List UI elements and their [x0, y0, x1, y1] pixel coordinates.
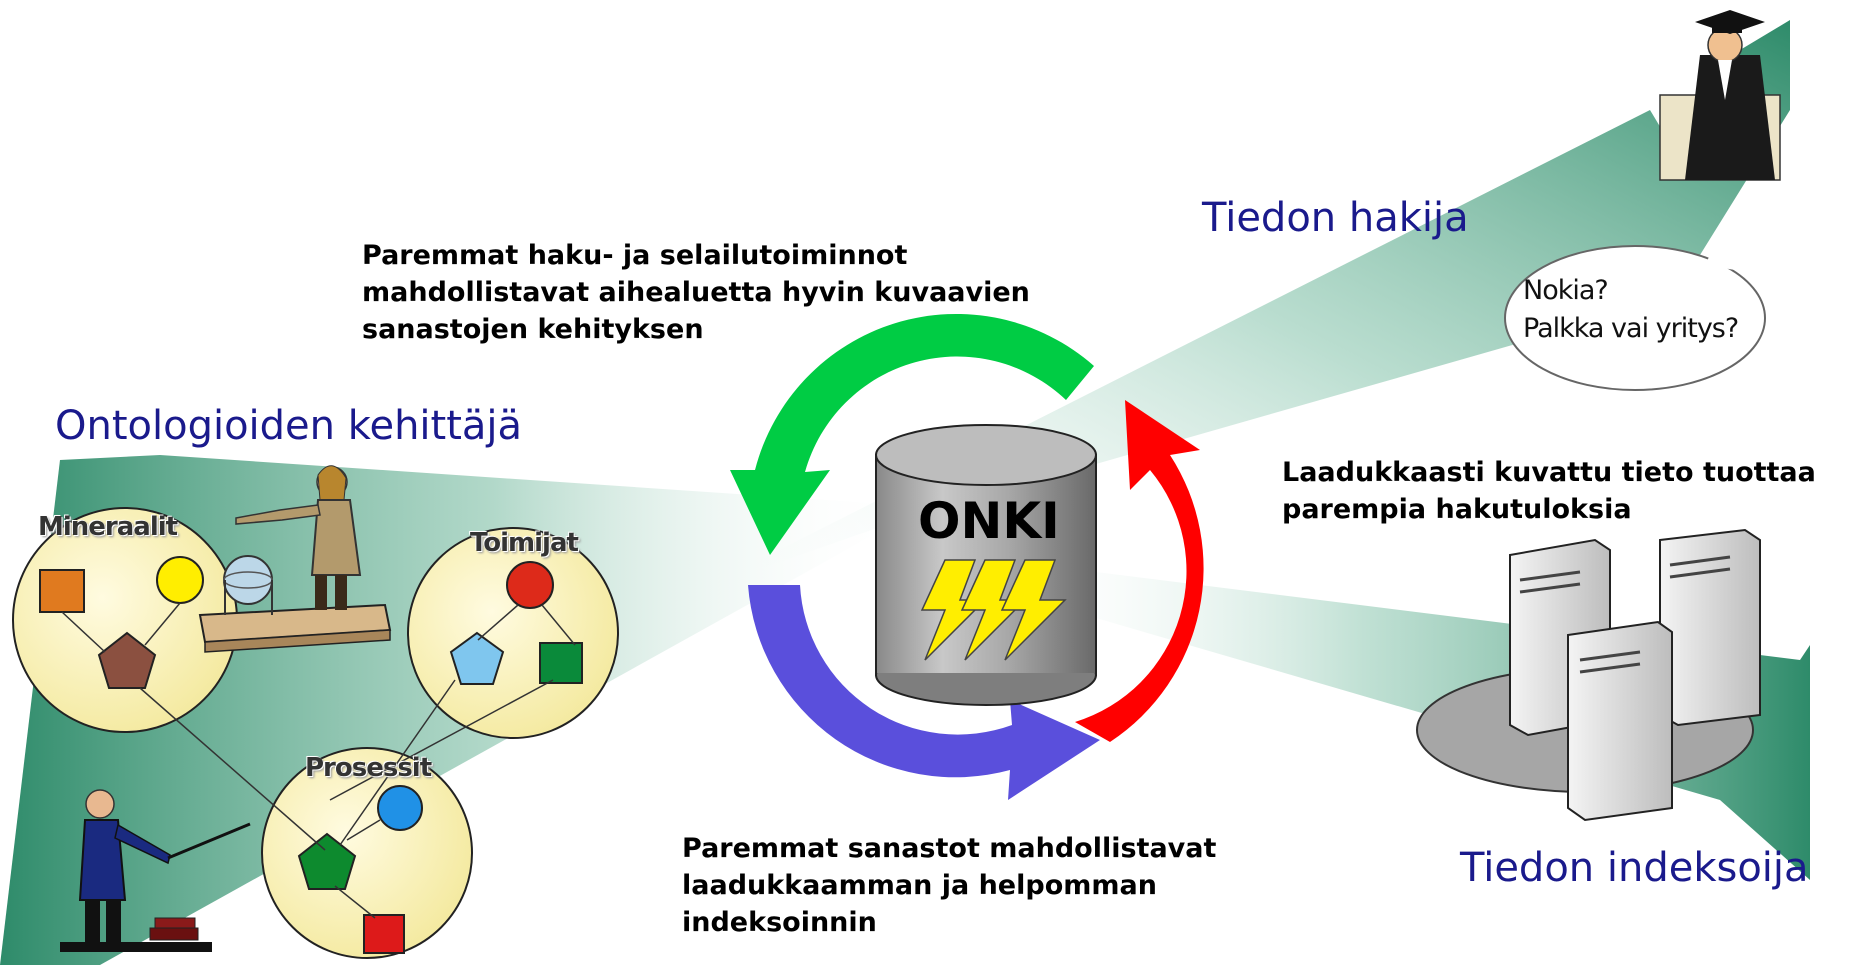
blue-arrow-icon — [748, 585, 1100, 800]
speech-bubble-line-2: Palkka vai yritys? — [1523, 313, 1739, 344]
top-paragraph-line-2: mahdollistavat aihealuetta hyvin kuvaavi… — [362, 277, 1030, 308]
top-paragraph: Paremmat haku- ja selailutoiminnot mahdo… — [362, 237, 1030, 348]
green-pentagon-icon — [297, 832, 357, 890]
top-paragraph-line-3: sanastojen kehityksen — [362, 314, 704, 345]
lightblue-pentagon-icon — [449, 631, 505, 685]
bottom-paragraph-line-3: indeksoinnin — [682, 907, 877, 938]
green-arrow-icon — [730, 313, 1094, 555]
bottom-paragraph-line-2: laadukkaamman ja helpomman — [682, 870, 1157, 901]
searcher-label: Tiedon hakija — [1202, 195, 1469, 241]
speech-bubble-text: Nokia? Palkka vai yritys? — [1523, 272, 1739, 348]
red-arrow-icon — [1075, 400, 1204, 742]
speech-bubble-line-1: Nokia? — [1523, 275, 1609, 306]
right-paragraph-line-1: Laadukkaasti kuvattu tieto tuottaa — [1282, 457, 1816, 488]
right-paragraph-line-2: parempia hakutuloksia — [1282, 494, 1632, 525]
orange-square-icon — [39, 569, 85, 613]
cluster-label-minerals: Mineraalit — [38, 512, 178, 542]
bottom-paragraph-line-1: Paremmat sanastot mahdollistavat — [682, 833, 1217, 864]
cluster-actors — [407, 527, 619, 739]
lightning-bolt-icon — [920, 559, 1067, 661]
green-square-icon — [539, 642, 583, 684]
cluster-label-processes: Prosessit — [305, 753, 432, 783]
server-tower-icon — [1416, 528, 1761, 822]
center-label: ONKI — [918, 492, 1060, 550]
graduate-person-icon — [1659, 10, 1781, 181]
red-square-icon — [363, 914, 405, 954]
bottom-paragraph: Paremmat sanastot mahdollistavat laadukk… — [682, 830, 1216, 941]
presenter-person-icon — [198, 465, 392, 653]
teacher-person-icon — [60, 789, 251, 952]
cluster-processes — [261, 747, 473, 959]
top-paragraph-line-1: Paremmat haku- ja selailutoiminnot — [362, 240, 908, 271]
indexer-label: Tiedon indeksoija — [1460, 845, 1809, 891]
speech-bubble — [1504, 245, 1766, 391]
developer-label: Ontologioiden kehittäjä — [55, 403, 523, 449]
red-circle-icon — [506, 561, 554, 609]
cluster-label-actors: Toimijat — [470, 528, 579, 558]
right-paragraph: Laadukkaasti kuvattu tieto tuottaa parem… — [1282, 454, 1816, 528]
blue-circle-icon — [377, 785, 423, 831]
yellow-circle-icon — [156, 556, 204, 604]
